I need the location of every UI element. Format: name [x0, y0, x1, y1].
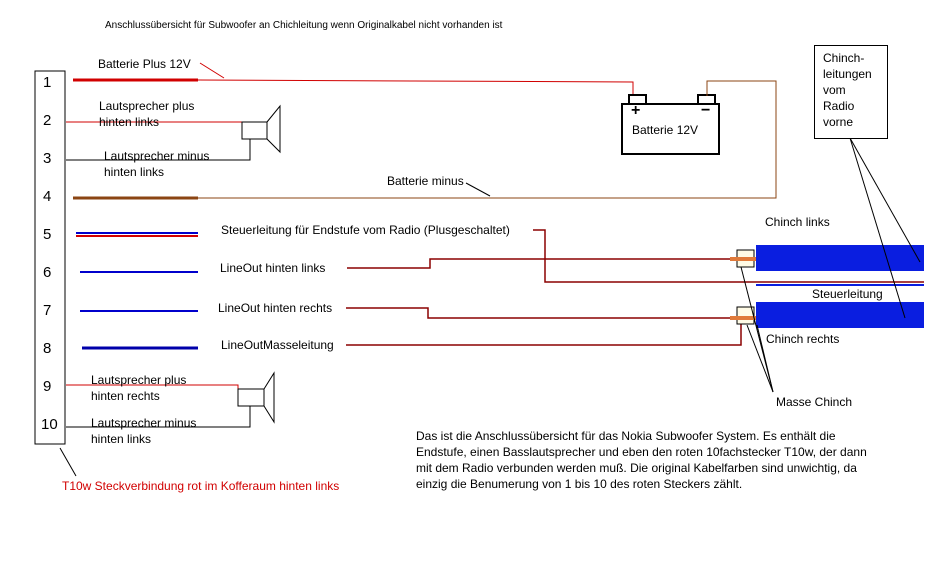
chinch-box-line-2: leitungen: [823, 67, 872, 81]
diagram-title: Anschlussübersicht für Subwoofer an Chic…: [105, 20, 503, 31]
label-chinch-rechts: Chinch rechts: [766, 332, 840, 346]
label-steuerleitung: Steuerleitung für Endstufe vom Radio (Pl…: [221, 223, 510, 237]
label-lineout-masse: LineOutMasseleitung: [221, 338, 334, 352]
connector-block: [34, 70, 66, 445]
label-ls-minus-links-2: hinten links: [104, 165, 165, 179]
pin-1: 1: [43, 74, 52, 91]
pin-2: 2: [43, 112, 52, 129]
pin-3: 3: [43, 150, 52, 167]
pin-7: 7: [43, 302, 52, 319]
pin-10: 10: [41, 416, 58, 433]
pin-4: 4: [43, 188, 52, 205]
battery-plus-sign: +: [631, 102, 641, 119]
wire-steuer-to-chinch: [533, 229, 924, 283]
wire-pin4-to-battery: [198, 80, 777, 199]
connector-caption-leader: [59, 447, 77, 477]
chinch-cable-links: [756, 245, 924, 271]
label-ls-minus-rechts-1: Lautsprecher minus: [91, 416, 197, 430]
pin-5: 5: [43, 226, 52, 243]
label-ls-plus-rechts-2: hinten rechts: [91, 389, 160, 403]
label-ls-plus-links-1: Lautsprecher plus: [99, 99, 195, 113]
description-text: Das ist die Anschlussübersicht für das N…: [416, 429, 867, 491]
pin-9: 9: [43, 378, 52, 395]
label-batt-minus: Batterie minus: [387, 174, 464, 188]
leader-batt-plus: [199, 62, 225, 79]
wire-masse-to-chinch: [346, 319, 742, 346]
battery-minus-sign: −: [701, 102, 711, 119]
pin-6: 6: [43, 264, 52, 281]
chinch-box-line-1: Chinch-: [823, 51, 865, 65]
chinch-source-box: Chinch- leitungen vom Radio vorne: [814, 45, 888, 139]
connector-caption: T10w Steckverbindung rot im Kofferaum hi…: [62, 479, 340, 493]
leader-chinch-box-1: [849, 137, 921, 263]
leader-batt-minus: [465, 182, 491, 197]
battery-terminal-plus: [628, 94, 647, 105]
label-ls-plus-links-2: hinten links: [99, 115, 160, 129]
battery-body: [621, 103, 720, 155]
label-lineout-rechts: LineOut hinten rechts: [218, 301, 333, 315]
leader-masse-2: [746, 324, 774, 393]
label-chinch-links: Chinch links: [765, 215, 830, 229]
label-ls-plus-rechts-1: Lautsprecher plus: [91, 373, 187, 387]
wire-lineout-links-to-chinch: [347, 258, 737, 269]
label-batt-plus: Batterie Plus 12V: [98, 57, 191, 71]
speaker-left-magnet: [241, 121, 268, 140]
chinch-box-line-4: Radio: [823, 99, 855, 113]
leader-masse-3: [756, 324, 774, 393]
wire-pin3-speaker-left-minus: [66, 136, 251, 161]
wire-pin10-speaker-right-minus: [66, 406, 251, 428]
wire-lineout-rechts-to-chinch: [346, 307, 737, 319]
pin-8: 8: [43, 340, 52, 357]
chinch-box-line-5: vorne: [823, 115, 854, 129]
speaker-left-cone: [266, 104, 281, 154]
speaker-right-magnet: [237, 388, 265, 407]
speaker-right-cone: [263, 371, 275, 424]
label-masse-chinch: Masse Chinch: [776, 395, 853, 409]
wire-pin1-to-battery: [197, 79, 634, 96]
leader-chinch-box-2: [849, 137, 906, 319]
label-chinch-steuerleitung: Steuerleitung: [812, 287, 883, 301]
label-ls-minus-links-1: Lautsprecher minus: [104, 149, 210, 163]
label-ls-minus-rechts-2: hinten links: [91, 432, 152, 446]
label-lineout-links: LineOut hinten links: [220, 261, 326, 275]
battery-label: Batterie 12V: [632, 123, 699, 137]
wire-pin2-speaker-left-plus: [66, 121, 267, 137]
chinch-cable-rechts: [756, 302, 924, 328]
chinch-box-line-3: vom: [823, 83, 846, 97]
